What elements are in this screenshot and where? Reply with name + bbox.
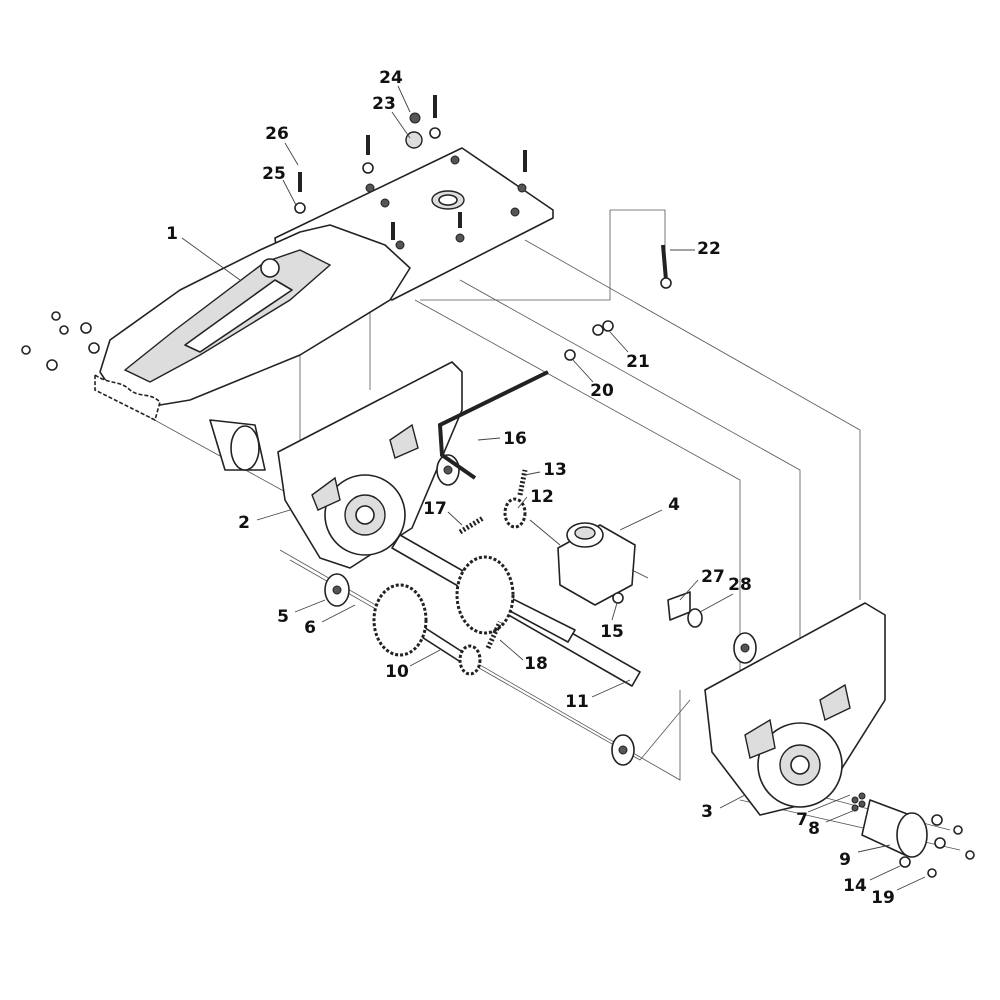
label-19: 19 [871,888,895,908]
label-28: 28 [728,575,752,595]
label-2: 2 [238,513,250,533]
label-4: 4 [668,495,680,515]
left-side-plate [277,361,463,569]
label-20: 20 [590,381,614,401]
label-12: 12 [530,487,554,507]
label-8: 8 [808,819,820,839]
label-27: 27 [701,567,725,587]
leader-lines [181,85,926,891]
label-5: 5 [277,607,289,627]
label-23: 23 [372,94,396,114]
label-26: 26 [265,124,289,144]
label-17: 17 [423,499,447,519]
label-22: 22 [697,239,721,259]
label-6: 6 [304,618,316,638]
small-parts [437,244,703,650]
label-18: 18 [524,654,548,674]
label-3: 3 [701,802,713,822]
label-10: 10 [385,662,409,682]
gearbox [529,519,649,606]
label-13: 13 [543,460,567,480]
flanges [324,454,757,766]
chute [94,224,411,421]
right-drum [861,799,928,858]
sprockets [372,497,527,676]
label-15: 15 [600,622,624,642]
label-11: 11 [565,692,589,712]
label-16: 16 [503,429,527,449]
label-7: 7 [796,810,808,830]
label-25: 25 [262,164,286,184]
part-labels: 1 2 3 4 5 6 7 8 9 10 11 12 13 14 15 16 1… [166,68,895,908]
right-side-plate [704,602,886,816]
label-1: 1 [166,224,178,244]
label-9: 9 [839,850,851,870]
label-21: 21 [626,352,650,372]
label-24: 24 [379,68,403,88]
label-14: 14 [843,876,867,896]
bolts [21,95,975,878]
left-drum [209,419,266,471]
